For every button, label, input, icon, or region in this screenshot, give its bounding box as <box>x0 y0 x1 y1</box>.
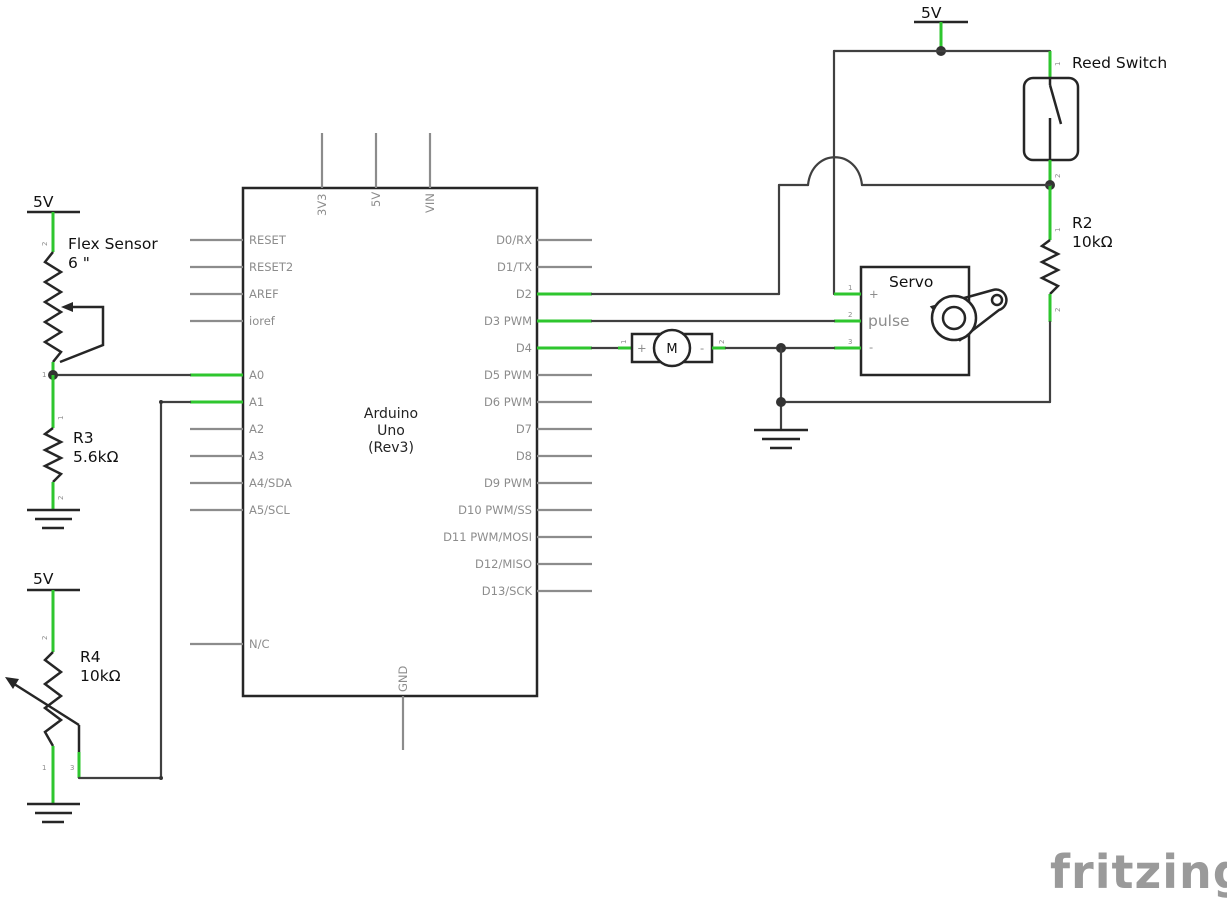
pin-d12-label: D12/MISO <box>475 557 532 571</box>
arduino-name-line2: Uno <box>377 423 405 439</box>
dc-motor[interactable]: 1 M + - 2 <box>590 328 726 368</box>
svg-text:2: 2 <box>718 340 726 344</box>
r2-name: R2 <box>1072 214 1093 232</box>
pin-a3-label: A3 <box>249 449 264 463</box>
svg-text:3: 3 <box>848 338 852 346</box>
svg-text:1: 1 <box>620 340 628 344</box>
d2-wire <box>590 156 1052 296</box>
svg-text:3: 3 <box>70 764 74 772</box>
flex-sensor-size: 6 " <box>68 254 90 272</box>
svg-text:1: 1 <box>848 284 852 292</box>
r3-resistor-symbol <box>42 427 64 483</box>
svg-text:1: 1 <box>42 371 46 379</box>
servo-horn-icon <box>929 288 1008 342</box>
svg-text:2: 2 <box>848 311 852 319</box>
flex-sensor-symbol <box>42 251 64 363</box>
svg-text:1: 1 <box>1054 228 1062 232</box>
pin-5v-label: 5V <box>369 192 383 207</box>
pin-a0-label: A0 <box>249 368 264 382</box>
pin-a2-label: A2 <box>249 422 264 436</box>
pin-gnd-label: GND <box>396 665 410 692</box>
pin-d4-label: D4 <box>516 341 532 355</box>
pin-d3-label: D3 PWM <box>484 314 532 328</box>
flex-power-label: 5V <box>33 193 54 211</box>
svg-text:1: 1 <box>1054 62 1062 66</box>
pin-nc-label: N/C <box>249 637 270 651</box>
pin-reset2-label: RESET2 <box>249 260 293 274</box>
reed-switch-circuit[interactable]: 5V 1 Reed Switch 2 1 2 R2 10kΩ <box>779 4 1167 404</box>
r4-value: 10kΩ <box>80 667 121 685</box>
pin-d1-label: D1/TX <box>497 260 532 274</box>
pin-d6-label: D6 PWM <box>484 395 532 409</box>
pin-reset-label: RESET <box>249 233 287 247</box>
motor-label: M <box>666 342 677 357</box>
r4-ground-icon <box>27 802 80 824</box>
arduino-name-line1: Arduino <box>364 406 418 422</box>
pin-d7-label: D7 <box>516 422 532 436</box>
svg-text:2: 2 <box>57 496 65 500</box>
motor-icon <box>652 328 692 368</box>
fritzing-logo: fritzing <box>1050 845 1227 899</box>
pin-vin-label: VIN <box>423 193 437 213</box>
pin-d10-label: D10 PWM/SS <box>458 503 532 517</box>
pin-d8-label: D8 <box>516 449 532 463</box>
svg-text:2: 2 <box>41 636 49 640</box>
r2-resistor-symbol <box>1039 239 1061 295</box>
r4-potentiometer-circuit[interactable]: 5V 2 R4 10kΩ 3 1 <box>5 400 192 824</box>
svg-text:2: 2 <box>1054 308 1062 312</box>
pin-ioref-label: ioref <box>249 314 276 328</box>
r4-power-label: 5V <box>33 570 54 588</box>
pin-d2-label: D2 <box>516 287 532 301</box>
pin-a4-label: A4/SDA <box>249 476 292 490</box>
svg-text:1: 1 <box>42 764 46 772</box>
flex-sensor-circuit[interactable]: 5V 2 Flex Sensor 6 " 1 1 2 R3 5.6kΩ <box>27 193 192 530</box>
svg-text:1: 1 <box>57 416 65 420</box>
motor-minus-label: - <box>700 341 704 355</box>
r4-resistor-symbol <box>42 651 64 747</box>
r4-variable-arrow <box>10 680 80 727</box>
pin-d9-label: D9 PWM <box>484 476 532 490</box>
motor-plus-label: + <box>637 341 647 355</box>
reed-contact-upper <box>1048 84 1063 125</box>
pin-aref-label: AREF <box>249 287 279 301</box>
r3-ground-icon <box>27 508 80 530</box>
pin-d13-label: D13/SCK <box>482 584 533 598</box>
servo[interactable]: Servo 1 2 3 + pulse - <box>834 265 1008 377</box>
servo-pulse-label: pulse <box>868 312 910 330</box>
pin-a1-label: A1 <box>249 395 264 409</box>
servo-name: Servo <box>889 273 933 291</box>
main-ground-icon <box>754 428 808 450</box>
pin-d11-label: D11 PWM/MOSI <box>443 530 532 544</box>
pin-a5-label: A5/SCL <box>249 503 290 517</box>
svg-text:2: 2 <box>1054 174 1062 178</box>
pin-d5-label: D5 PWM <box>484 368 532 382</box>
arduino-name-line3: (Rev3) <box>368 440 414 456</box>
servo-plus-label: + <box>869 287 879 301</box>
pin-3v3-label: 3V3 <box>315 193 329 216</box>
flex-wiper-arrow <box>61 302 73 312</box>
pin-d0-label: D0/RX <box>496 233 532 247</box>
ground-net <box>724 343 836 450</box>
svg-text:2: 2 <box>41 242 49 246</box>
top-power-label: 5V <box>921 4 942 22</box>
r3-value: 5.6kΩ <box>73 448 119 466</box>
r4-arrow-head-icon <box>5 677 19 689</box>
arduino-uno[interactable]: 3V3 5V VIN RESET RESET2 AREF ioref A0 A1… <box>190 133 592 750</box>
servo-minus-label: - <box>869 340 873 354</box>
flex-sensor-name: Flex Sensor <box>68 235 158 253</box>
reed-switch-name: Reed Switch <box>1072 54 1167 72</box>
flex-wiper <box>59 305 105 364</box>
r2-value: 10kΩ <box>1072 233 1113 251</box>
r4-name: R4 <box>80 648 101 666</box>
r3-name: R3 <box>73 429 94 447</box>
arduino-body <box>241 186 539 698</box>
